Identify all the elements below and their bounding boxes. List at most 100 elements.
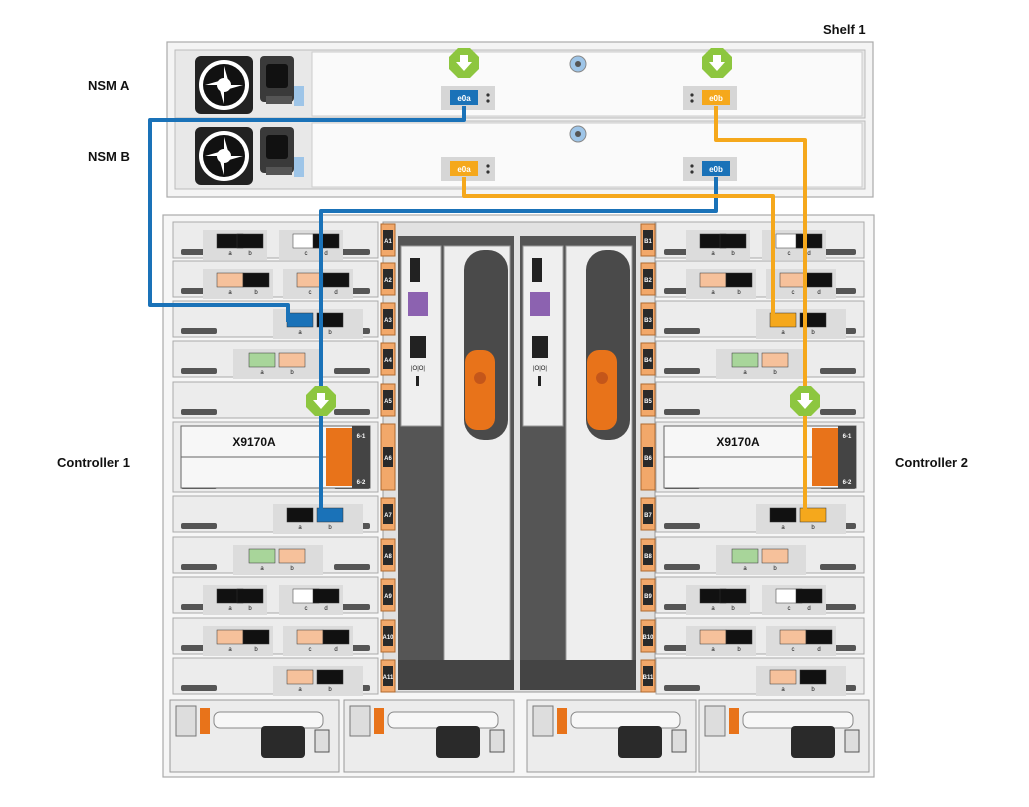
card-port-a[interactable] — [769, 312, 797, 328]
management-port[interactable] — [532, 336, 548, 358]
card-port-b[interactable] — [236, 233, 264, 249]
card-port-d[interactable] — [795, 588, 823, 604]
svg-text:A6: A6 — [384, 456, 392, 462]
card-port-a[interactable] — [699, 629, 727, 645]
svg-text:B8: B8 — [644, 554, 652, 560]
port-label: b — [248, 251, 252, 257]
card-port-c[interactable] — [779, 272, 807, 288]
nsm-b-e0a-port[interactable] — [450, 161, 478, 176]
card-port-d[interactable] — [805, 629, 833, 645]
card-port-b[interactable] — [725, 629, 753, 645]
psu-latch[interactable] — [729, 708, 739, 734]
power-switch[interactable] — [671, 729, 687, 753]
release-handle[interactable] — [465, 350, 495, 430]
svg-text:A5: A5 — [384, 399, 392, 405]
console-port[interactable] — [530, 292, 550, 316]
card-port-d[interactable] — [805, 272, 833, 288]
console-port[interactable] — [408, 292, 428, 316]
card-port-b[interactable] — [725, 272, 753, 288]
card-port-c[interactable] — [779, 629, 807, 645]
push-tab-icon — [449, 48, 479, 78]
card-port-b[interactable] — [799, 669, 827, 685]
card-port-d[interactable] — [312, 588, 340, 604]
port-label: c — [792, 290, 795, 296]
x9170a-label-right: X9170A — [716, 435, 760, 449]
slot-number: B3 — [640, 302, 656, 336]
usb-port[interactable] — [532, 258, 542, 282]
card-port-b[interactable] — [316, 669, 344, 685]
card-port-d[interactable] — [322, 629, 350, 645]
svg-text:A4: A4 — [384, 358, 392, 364]
nsm-a-e0a-label: e0a — [457, 94, 471, 103]
nsm-a-e0b-port[interactable] — [702, 90, 730, 105]
nsm-b-e0b-label: e0b — [709, 165, 723, 174]
port-label: b — [254, 647, 258, 653]
psu-latch[interactable] — [200, 708, 210, 734]
nsm-a-module — [174, 49, 866, 119]
power-supply-unit — [169, 699, 340, 773]
slot-number: A2 — [380, 262, 396, 296]
usb-port[interactable] — [410, 258, 420, 282]
card-port-a[interactable] — [286, 507, 314, 523]
card-port-b[interactable] — [761, 548, 789, 564]
card-port-b[interactable] — [761, 352, 789, 368]
card-port-a[interactable] — [286, 312, 314, 328]
card-port-b[interactable] — [719, 588, 747, 604]
power-switch[interactable] — [489, 729, 505, 753]
card-port-a[interactable] — [216, 272, 244, 288]
slot-number: A7 — [380, 497, 396, 531]
nsm-b-e0b-port[interactable] — [702, 161, 730, 176]
port-label: c — [792, 647, 795, 653]
management-port[interactable] — [410, 336, 426, 358]
card-port-a[interactable] — [216, 629, 244, 645]
card-port-b[interactable] — [316, 312, 344, 328]
card-port-b[interactable] — [719, 233, 747, 249]
card-port-a[interactable] — [731, 352, 759, 368]
card-port-d[interactable] — [322, 272, 350, 288]
card-port-d[interactable] — [312, 233, 340, 249]
card-port-a[interactable] — [769, 507, 797, 523]
psu-latch[interactable] — [557, 708, 567, 734]
port-label: a — [298, 687, 302, 693]
slot-number: B10 — [640, 619, 656, 653]
card-port-b[interactable] — [316, 507, 344, 523]
card-port-a[interactable] — [731, 548, 759, 564]
release-handle[interactable] — [587, 350, 617, 430]
port-label: a — [743, 566, 747, 572]
card-port-a[interactable] — [248, 548, 276, 564]
card-port-b[interactable] — [242, 272, 270, 288]
card-port-b[interactable] — [236, 588, 264, 604]
port-label: b — [328, 330, 332, 336]
port-label: c — [305, 606, 308, 612]
slot-number: B8 — [640, 538, 656, 572]
card-port-a[interactable] — [286, 669, 314, 685]
power-switch[interactable] — [844, 729, 860, 753]
card-port-b[interactable] — [278, 548, 306, 564]
slot-number: A5 — [380, 383, 396, 417]
port-label: c — [309, 290, 312, 296]
svg-text:A3: A3 — [384, 318, 392, 324]
card-port-c[interactable] — [296, 629, 324, 645]
port-label: b — [248, 606, 252, 612]
power-switch[interactable] — [314, 729, 330, 753]
port-label: a — [260, 370, 264, 376]
card-port-a[interactable] — [699, 272, 727, 288]
card-port-a[interactable] — [248, 352, 276, 368]
card-port-b[interactable] — [242, 629, 270, 645]
port-label: a — [298, 525, 302, 531]
x9170a-label-left: X9170A — [232, 435, 276, 449]
nsm-a-e0a-port[interactable] — [450, 90, 478, 105]
card-port-a[interactable] — [769, 669, 797, 685]
card-port-d[interactable] — [795, 233, 823, 249]
svg-text:B7: B7 — [644, 513, 652, 519]
card-port-b[interactable] — [278, 352, 306, 368]
psu-latch[interactable] — [374, 708, 384, 734]
